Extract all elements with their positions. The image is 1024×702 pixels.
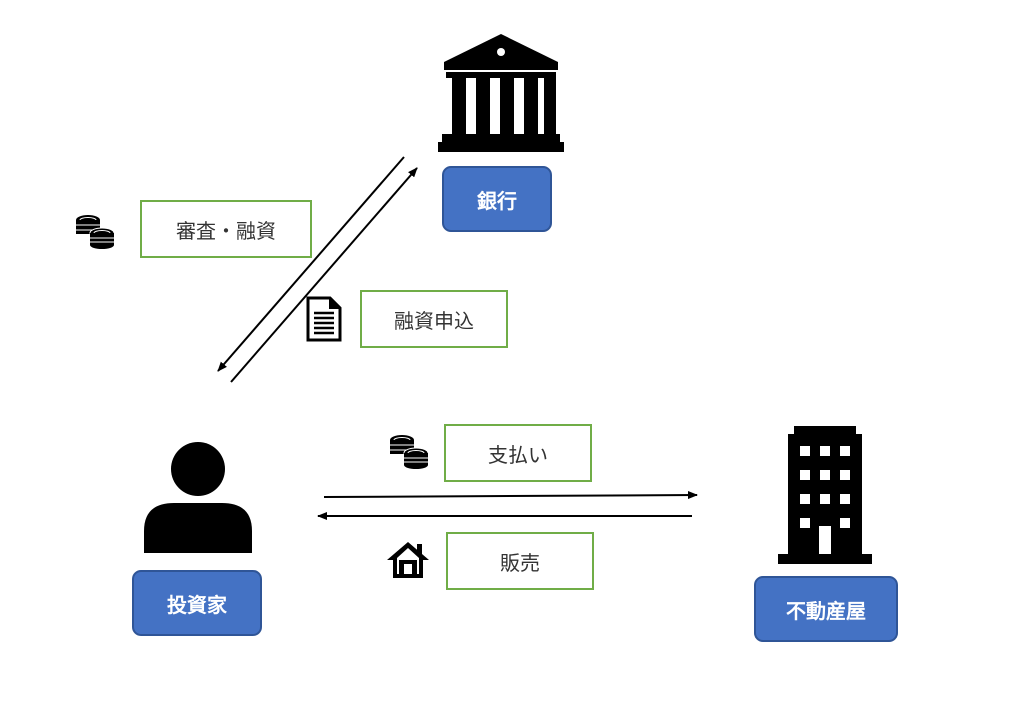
document-icon: [306, 296, 342, 342]
arrow-investor-to-bank: [230, 167, 418, 383]
edge-label-loan-application: 融資申込: [360, 290, 508, 348]
house-icon: [387, 542, 429, 578]
edge-label-review-loan: 審査・融資: [140, 200, 312, 258]
coins-icon: [390, 435, 429, 469]
realtor-label: 不動産屋: [786, 598, 866, 623]
edge-label-payment: 支払い: [444, 424, 592, 482]
office-building-icon: [778, 426, 872, 564]
coins-icon: [76, 215, 115, 249]
arrow-investor-to-realtor: [323, 491, 698, 500]
bank-building-icon: [438, 34, 564, 152]
bank-label: 銀行: [477, 188, 517, 213]
realtor-node: 不動産屋: [754, 576, 898, 642]
investor-node: 投資家: [132, 570, 262, 636]
arrow-bank-to-investor: [217, 156, 405, 372]
edge-label-sale: 販売: [446, 532, 594, 590]
investor-label: 投資家: [167, 592, 227, 617]
bank-node: 銀行: [442, 166, 552, 232]
person-icon: [144, 442, 252, 553]
